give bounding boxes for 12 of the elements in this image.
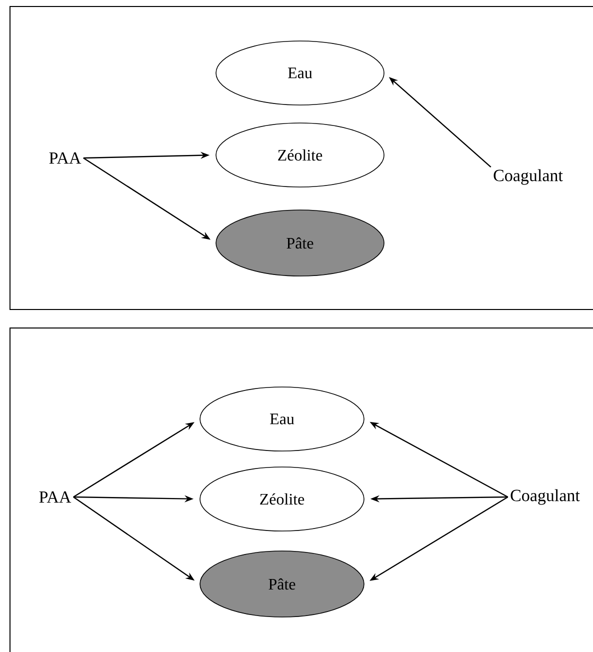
- ellipse-node: Zéolite: [200, 466, 364, 532]
- node-label: PAA: [39, 491, 72, 503]
- node-label: PAA: [49, 152, 82, 164]
- ellipse-node: Eau: [200, 386, 364, 452]
- panel-frame: [10, 328, 593, 652]
- ellipse-node: Pâte: [200, 550, 364, 618]
- node-label: Coagulant: [494, 169, 563, 185]
- panel-frame: [10, 6, 593, 310]
- ellipse-node: Eau: [216, 40, 384, 106]
- ellipse-node: Pâte: [216, 210, 384, 276]
- ellipse-node: Zéolite: [216, 122, 384, 188]
- node-label: Coagulant: [510, 489, 580, 505]
